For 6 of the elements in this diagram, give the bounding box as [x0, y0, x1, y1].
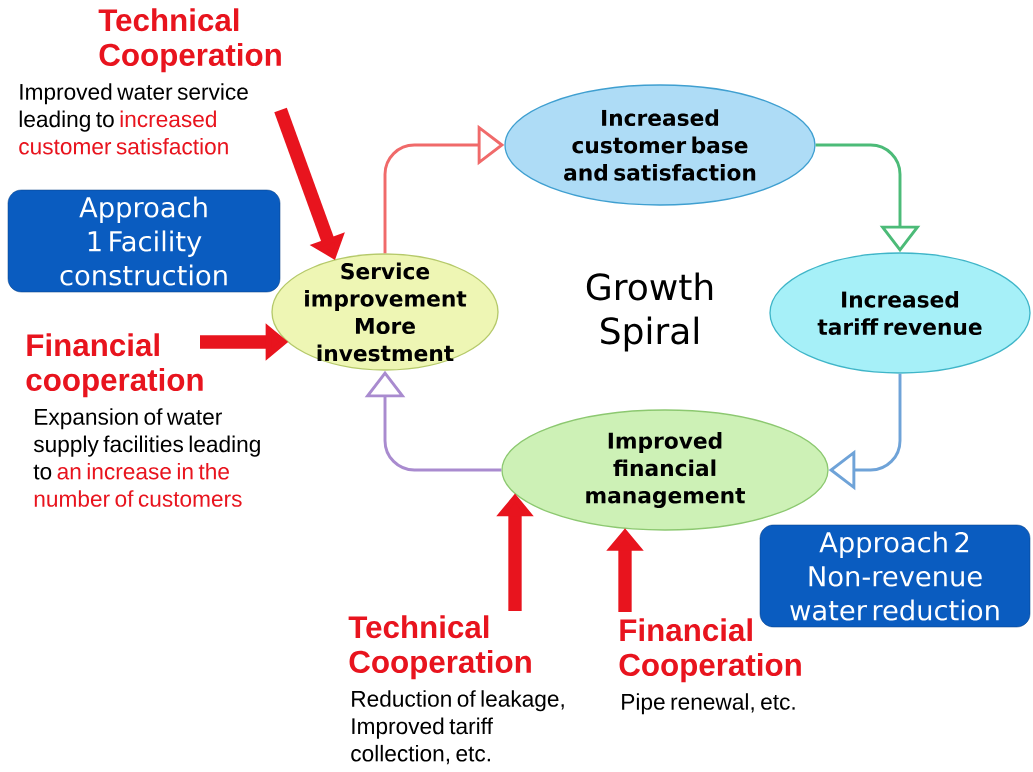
annotation-text: Financial cooperation Expansion of water supply facilities leading to an increase in the number of customers [26, 333, 260, 507]
approach-box: Approach 2 Non-revenue water reduction [759, 524, 1031, 628]
annotation-text: Technical Cooperation Improved water service leading to increased customer satisfaction [19, 8, 281, 155]
center-label: Growth Spiral [586, 272, 713, 352]
annotation-text: Technical Cooperation Reduction of leakage, Improved tariff collection, etc. [348, 615, 564, 765]
approach-box: Approach 1 Facility construction [7, 189, 281, 293]
